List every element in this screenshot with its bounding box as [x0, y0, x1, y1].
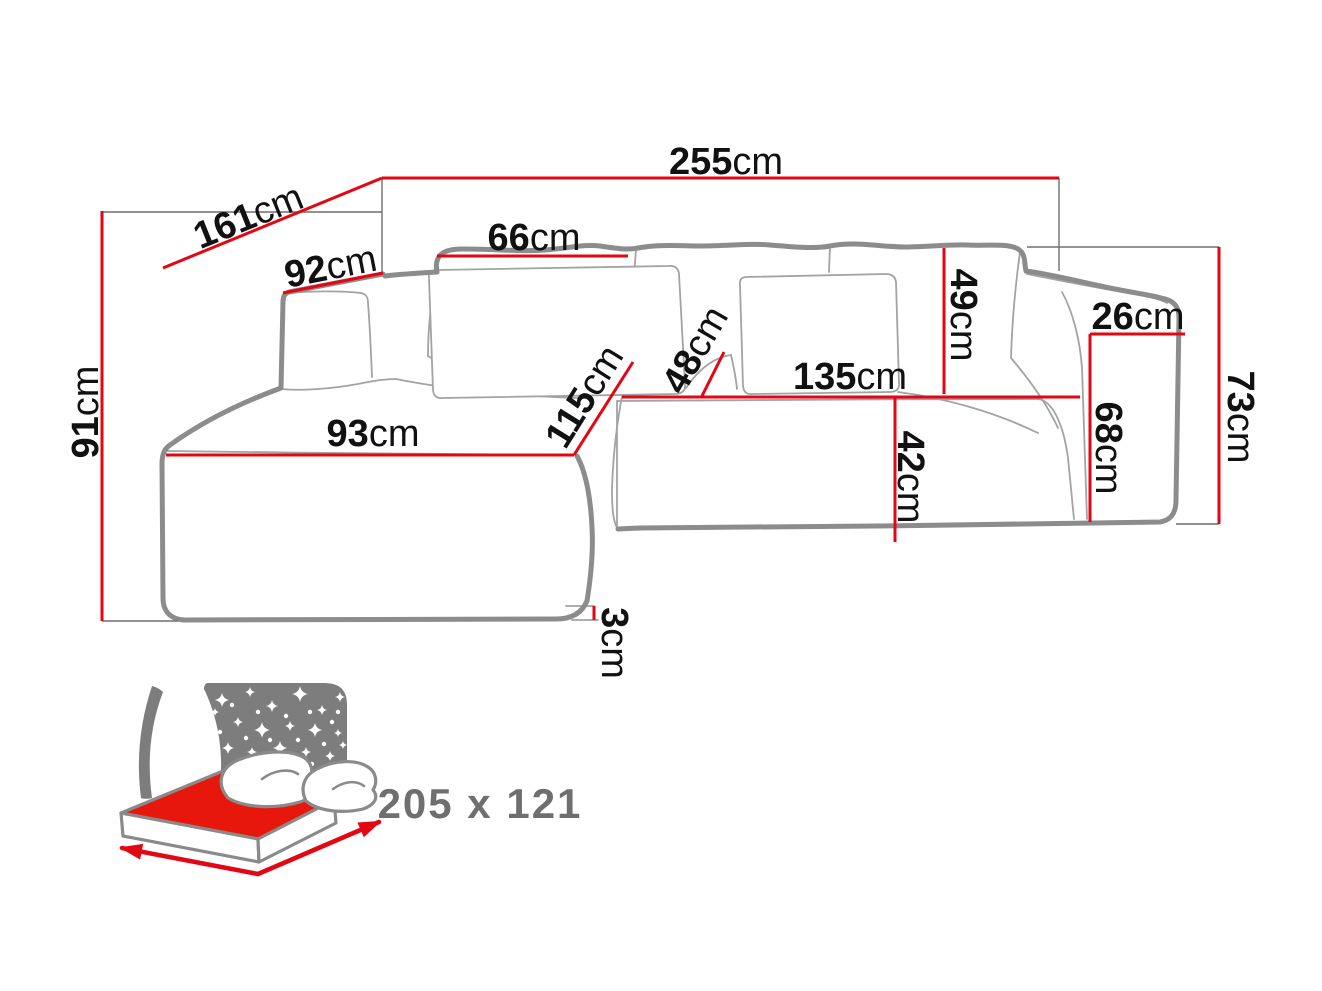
seat-cushion-right — [738, 273, 900, 395]
star-sparkle-icon — [215, 693, 229, 707]
extension-lines — [102, 178, 1219, 622]
sleeping-area-label: 205 x 121 — [378, 780, 583, 827]
dimension-labels: 255cm 161cm 92cm 91cm 66cm 49cm 26cm 73c… — [65, 141, 1261, 679]
star-sparkle-icon — [335, 692, 345, 702]
star-sparkle-icon — [285, 721, 295, 731]
chaise-outline — [159, 271, 595, 623]
sleeping-area-icon: 205 x 121 — [119, 683, 583, 877]
star-dot-icon — [295, 737, 301, 743]
back-pillow-mid-bottom-left — [685, 354, 732, 389]
star-sparkle-icon — [339, 741, 347, 749]
dim-label-right-armrest-outer-height: 73cm — [1219, 371, 1261, 464]
depth-arrow-icon — [255, 819, 382, 877]
star-sparkle-icon — [211, 708, 219, 716]
backrest-left-top-edge — [382, 269, 440, 279]
corner-to-armrest-curve — [1010, 357, 1059, 429]
star-sparkle-icon — [247, 747, 257, 757]
dim-label-total-side-height: 91cm — [65, 366, 107, 459]
star-dot-icon — [283, 713, 289, 719]
mattress-right-face-icon — [256, 798, 338, 864]
dim-label-seat-front-height: 42cm — [889, 431, 931, 524]
star-dot-icon — [229, 702, 235, 708]
star-sparkle-icon — [233, 717, 243, 727]
star-dot-icon — [335, 709, 341, 715]
dim-line-chaise-total-depth — [162, 176, 383, 270]
star-dot-icon — [329, 719, 335, 725]
seat-cushion-left — [428, 265, 686, 399]
sofa-drawing — [159, 241, 1182, 623]
star-sparkle-icon — [222, 742, 234, 754]
dim-label-right-armrest-width: 26cm — [1092, 296, 1185, 338]
dimension-lines — [100, 176, 1221, 621]
dim-line-corner-seat-depth — [700, 351, 726, 397]
star-dot-icon — [255, 709, 261, 715]
star-dot-icon — [307, 709, 313, 715]
back-pillow-right-bottom — [897, 391, 1039, 434]
back-pillow-mid-bottom-right — [730, 354, 738, 390]
star-sparkle-icon — [254, 722, 270, 738]
dim-label-leg-height: 3cm — [593, 607, 635, 679]
star-dot-icon — [267, 737, 273, 743]
star-sparkle-icon — [245, 687, 255, 697]
left-armrest-right-edge — [360, 292, 373, 378]
width-arrow-icon — [119, 843, 261, 877]
left-armrest-bottom-edge — [282, 378, 397, 391]
right-armrest-inner-edge — [1061, 291, 1088, 520]
star-sparkle-icon — [301, 747, 311, 757]
dim-label-back-cushion-height: 49cm — [942, 269, 984, 362]
star-sparkle-icon — [325, 751, 335, 761]
dim-line-left-armrest-depth — [282, 271, 384, 295]
star-sparkle-icon — [308, 723, 322, 737]
pillow-left-fold-icon — [260, 769, 300, 781]
dim-label-back-cushion-width: 66cm — [488, 217, 581, 259]
star-sparkle-icon — [273, 741, 287, 755]
seat-front-right-edge — [1037, 398, 1075, 520]
star-sparkle-icon — [292, 686, 308, 702]
dim-label-left-armrest-depth: 92cm — [281, 238, 380, 297]
moon-sliver-icon — [138, 686, 163, 799]
star-sparkle-icon — [317, 705, 327, 715]
back-pillows-top-edge — [433, 241, 1029, 275]
dim-label-right-armrest-front-height: 68cm — [1087, 402, 1129, 495]
pillow-right-fold-icon — [331, 780, 366, 791]
right-armrest-outline — [615, 268, 1182, 532]
dim-line-chaise-seat-depth — [572, 361, 635, 456]
dim-label-chaise-front-width: 93cm — [327, 413, 420, 455]
star-sparkle-icon — [334, 729, 342, 737]
star-dot-icon — [321, 741, 327, 747]
dim-label-total-width: 255cm — [669, 141, 783, 183]
star-sparkle-icon — [266, 700, 278, 712]
seat-front-top-edge — [616, 398, 1039, 402]
pillow-left-icon — [219, 750, 315, 809]
back-pillow-right-edge — [1010, 251, 1021, 359]
star-dot-icon — [217, 729, 223, 735]
dim-label-seat-front-width: 135cm — [793, 356, 907, 398]
star-dot-icon — [243, 735, 249, 741]
back-pillow-divider-2 — [828, 245, 831, 273]
dim-label-chaise-total-depth: 161cm — [188, 176, 309, 258]
star-sparkle-icon — [210, 758, 218, 766]
